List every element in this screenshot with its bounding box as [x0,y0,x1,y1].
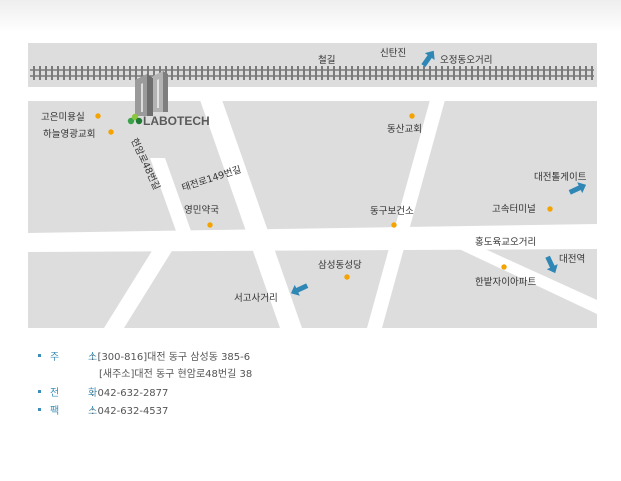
fax-label-char-2: 스 [88,406,98,417]
express-terminal-marker [547,206,553,212]
labotech-logo: LABOTECH [127,113,210,128]
address-value-new: [새주소]대전 동구 현암로48번길 38 [99,369,253,380]
label-haneul-church: 하늘영광교회 [43,128,95,140]
samseong-cathedral-marker [344,274,350,280]
health-center-marker [391,222,397,228]
label-hongdo-overpass: 홍도육교오거리 [475,236,536,248]
label-sintanjin: 신탄진 [380,48,406,59]
label-daejeon-station: 대전역 [559,254,585,265]
goeun-salon-marker [95,113,101,119]
bullet-icon [38,390,41,393]
poi-markers [95,113,553,280]
hyeonamro-road [200,100,302,328]
hyeonamro-48-road [150,158,196,245]
haneul-church-marker [108,129,114,135]
arrow-to-ojeongdong-icon [421,50,435,67]
address-label-char-1: 주 [50,352,60,363]
hanbat-apartment-marker [501,264,507,270]
bullet-icon [38,408,41,411]
address-value: : [300-816]대전 동구 삼성동 385-6 [91,352,251,363]
yeongmin-pharmacy-marker [207,222,213,228]
label-seogo-intersection: 서고사거리 [234,293,278,304]
bullet-icon [38,354,41,357]
label-goeun-salon: 고은미용실 [41,112,85,123]
phone-label-char-1: 전 [50,388,60,399]
label-samseong-cathedral: 삼성동성당 [318,260,362,271]
dongsan-road [367,100,445,328]
arrow-to-daejeon-station-icon [545,255,558,274]
label-daejeon-tollgate: 대전톨게이트 [534,172,587,183]
roads [28,87,597,328]
phone-label-char-2: 화 [88,388,98,399]
logo-mark-icon [127,117,135,125]
label-express-terminal: 고속터미널 [492,204,536,215]
arrow-to-seogo-icon [290,283,309,296]
top-band [0,0,621,32]
label-dongsan-church: 동산교회 [387,124,422,135]
label-yeongmin-pharmacy: 영민약국 [184,204,219,216]
fax-label-char-1: 팩 [50,406,60,417]
label-ojeongdong-intersection: 오정동오거리 [440,55,492,66]
direction-arrows [290,50,587,296]
label-railway: 철길 [318,54,335,66]
label-health-center: 동구보건소 [370,206,414,217]
labotech-logo-text: LABOTECH [143,114,210,128]
seogo-road [104,238,180,328]
station-road [440,234,597,314]
phone-value: : 042-632-2877 [91,388,169,399]
arrow-to-tollgate-icon [568,182,587,195]
rail-side-road [28,87,597,101]
labotech-building-icon [135,71,168,116]
dongsan-church-marker [409,113,415,119]
fax-value: : 042-632-4537 [91,406,169,417]
address-label-char-2: 소 [88,352,98,363]
label-hanbat-apartment: 한밭자이아파트 [475,277,536,288]
